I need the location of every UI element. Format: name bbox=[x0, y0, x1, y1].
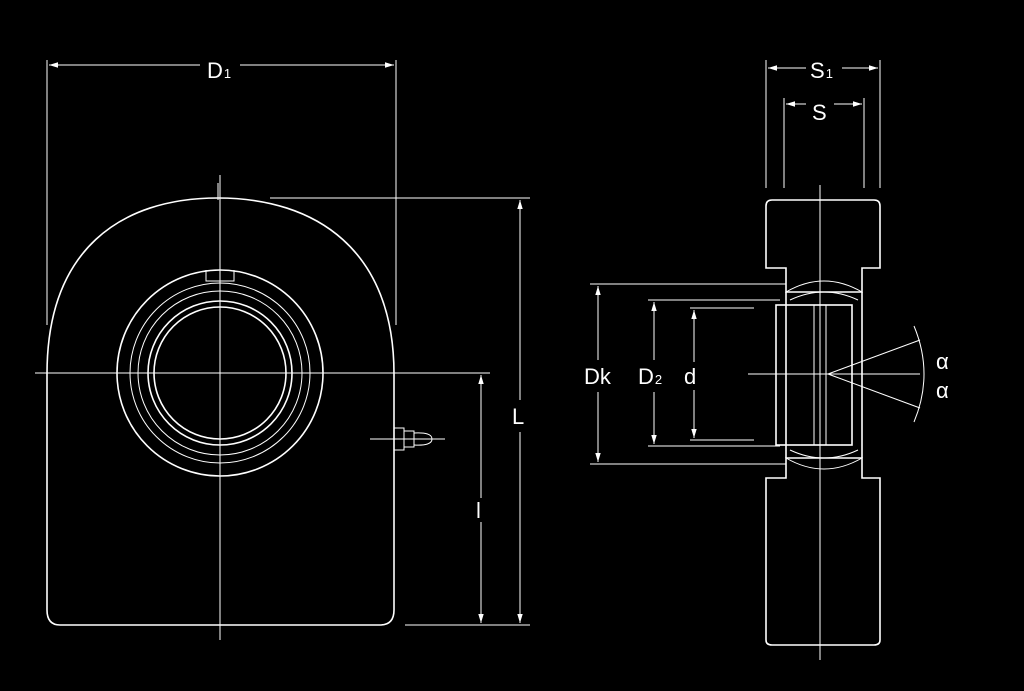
side-view bbox=[748, 185, 925, 660]
label-S1: S1 bbox=[810, 58, 833, 83]
dimension-D1: D1 bbox=[46, 58, 397, 325]
grease-nipple bbox=[370, 427, 445, 451]
bearing-race-lower bbox=[785, 449, 863, 470]
front-view bbox=[35, 175, 445, 640]
inner-ring bbox=[785, 292, 863, 458]
dimension-D2: D2 bbox=[638, 299, 780, 447]
housing-outline bbox=[46, 197, 395, 626]
dimension-l: l bbox=[410, 372, 490, 623]
tilt-arc bbox=[913, 325, 925, 423]
label-D1: D1 bbox=[207, 58, 231, 83]
label-L: L bbox=[512, 404, 524, 429]
label-alpha-lower: α bbox=[936, 378, 949, 403]
dimension-d: d bbox=[684, 307, 754, 441]
dimension-S: S bbox=[783, 98, 865, 188]
tilt-line-upper bbox=[827, 339, 921, 375]
label-d: d bbox=[684, 364, 696, 389]
label-alpha-upper: α bbox=[936, 349, 949, 374]
housing-section-upper bbox=[765, 199, 881, 293]
dimension-S1: S1 bbox=[765, 58, 881, 188]
dimension-L: L bbox=[270, 197, 530, 626]
label-D2: D2 bbox=[638, 364, 662, 389]
housing-section-lower bbox=[765, 457, 881, 646]
bearing-race-upper bbox=[785, 280, 863, 301]
label-l: l bbox=[476, 498, 481, 523]
dimension-Dk: Dk bbox=[584, 283, 786, 465]
label-Dk: Dk bbox=[584, 364, 612, 389]
tilt-line-lower bbox=[827, 373, 921, 409]
label-S: S bbox=[812, 100, 827, 125]
